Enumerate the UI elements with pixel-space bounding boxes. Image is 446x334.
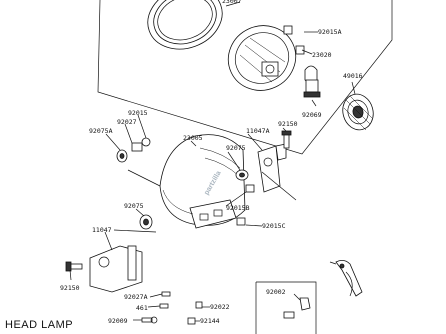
cable-bracket [335, 260, 363, 297]
clip-23020 [295, 45, 305, 55]
leader-lines [69, 1, 356, 322]
label-23020[interactable]: 23020 [312, 51, 332, 59]
label-92002[interactable]: 92002 [266, 288, 286, 296]
part-labels: 23007 92015A 23020 49016 92069 92015 920… [60, 0, 363, 325]
label-92075-low[interactable]: 92075 [124, 202, 144, 210]
nut-92015c [236, 217, 246, 226]
grommet-92075a [116, 149, 128, 163]
screw-461 [159, 303, 169, 309]
label-461[interactable]: 461 [136, 304, 148, 312]
label-92015c[interactable]: 92015C [262, 222, 286, 230]
label-23007[interactable]: 23007 [222, 0, 242, 5]
label-92150-bottom[interactable]: 92150 [60, 284, 80, 292]
label-11047a[interactable]: 11047A [246, 127, 270, 135]
label-92069[interactable]: 92069 [302, 111, 322, 119]
bolt-92150-bottom [65, 261, 83, 272]
screw-92027a [161, 291, 171, 297]
headlamp-rim [147, 0, 223, 50]
headlamp-lens-unit [227, 25, 297, 91]
mount-bracket-11047 [89, 245, 143, 293]
upper-assembly-frame [97, 0, 393, 155]
clamp-92002 [283, 297, 311, 319]
grommet-92075-lower [139, 214, 153, 230]
collar-92015b [245, 184, 255, 193]
label-92144[interactable]: 92144 [200, 317, 220, 325]
headlamp-housing [159, 134, 246, 229]
screw-92009 [141, 316, 158, 324]
label-92009[interactable]: 92009 [108, 317, 128, 325]
mount-bracket-11047a [257, 143, 287, 193]
label-92015[interactable]: 92015 [128, 109, 148, 117]
label-92150-top[interactable]: 92150 [278, 120, 298, 128]
bolt-92150-top [281, 130, 292, 149]
clamp-92144 [187, 317, 196, 325]
label-49016[interactable]: 49016 [343, 72, 363, 80]
bulb-socket-cover [342, 93, 374, 131]
label-92022[interactable]: 92022 [210, 303, 230, 311]
label-92015b[interactable]: 92015B [226, 204, 250, 212]
grommet-92015 [141, 137, 151, 147]
clip-92015a [283, 25, 293, 35]
label-92015a[interactable]: 92015A [318, 28, 342, 36]
grommet-92075 [235, 169, 249, 181]
lower-right-assembly-frame [255, 281, 317, 334]
label-92075-mid[interactable]: 92075 [226, 144, 246, 152]
headlamp-bulb [303, 65, 321, 98]
page-title: HEAD LAMP [5, 319, 73, 331]
label-92075a[interactable]: 92075A [89, 127, 113, 135]
label-92027[interactable]: 92027 [117, 118, 137, 126]
clamp-92022 [195, 301, 203, 309]
label-92027a[interactable]: 92027A [124, 293, 148, 301]
label-11047[interactable]: 11047 [92, 226, 112, 234]
label-23005[interactable]: 23005 [183, 134, 203, 142]
collar-92027 [131, 142, 143, 152]
